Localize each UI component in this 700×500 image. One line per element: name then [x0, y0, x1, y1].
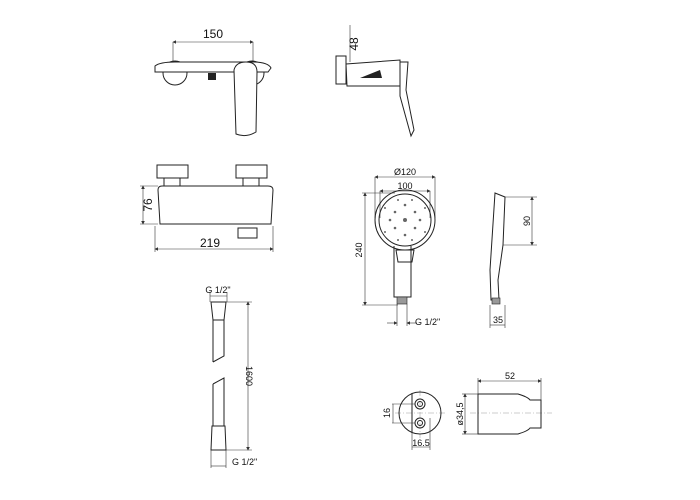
mixer-front-view — [140, 164, 274, 252]
dim-shower-head-height: 90 — [522, 216, 532, 226]
shower-holder — [392, 378, 552, 450]
dim-hose-top-connection: G 1/2" — [205, 285, 230, 295]
dim-holder-length: 52 — [505, 371, 515, 381]
dim-holder-offset: 16.5 — [412, 438, 430, 448]
dim-mixer-height: 76 — [141, 198, 155, 212]
dim-shower-length: 240 — [354, 242, 364, 257]
dim-hose-length: 1600 — [244, 366, 254, 386]
shower-hose — [209, 292, 252, 468]
dim-holder-hole-spacing: 16 — [382, 408, 392, 418]
dim-shower-face: 100 — [397, 181, 412, 191]
dim-hose-bottom-connection: G 1/2" — [232, 457, 257, 467]
dim-shower-diameter: Ø120 — [394, 167, 416, 177]
dim-mixer-depth: 48 — [347, 37, 361, 51]
hand-shower-front — [362, 175, 436, 326]
mixer-side-view — [335, 25, 415, 138]
hand-shower-side — [489, 192, 537, 328]
diverter-mark — [208, 73, 216, 80]
dim-holder-diameter: ø34,5 — [455, 402, 465, 425]
dim-shower-thickness: 35 — [493, 315, 503, 325]
dim-mixer-centers: 150 — [203, 27, 223, 41]
mixer-top-view — [154, 40, 272, 137]
dim-mixer-width: 219 — [200, 236, 220, 250]
dim-shower-connection: G 1/2" — [415, 317, 440, 327]
